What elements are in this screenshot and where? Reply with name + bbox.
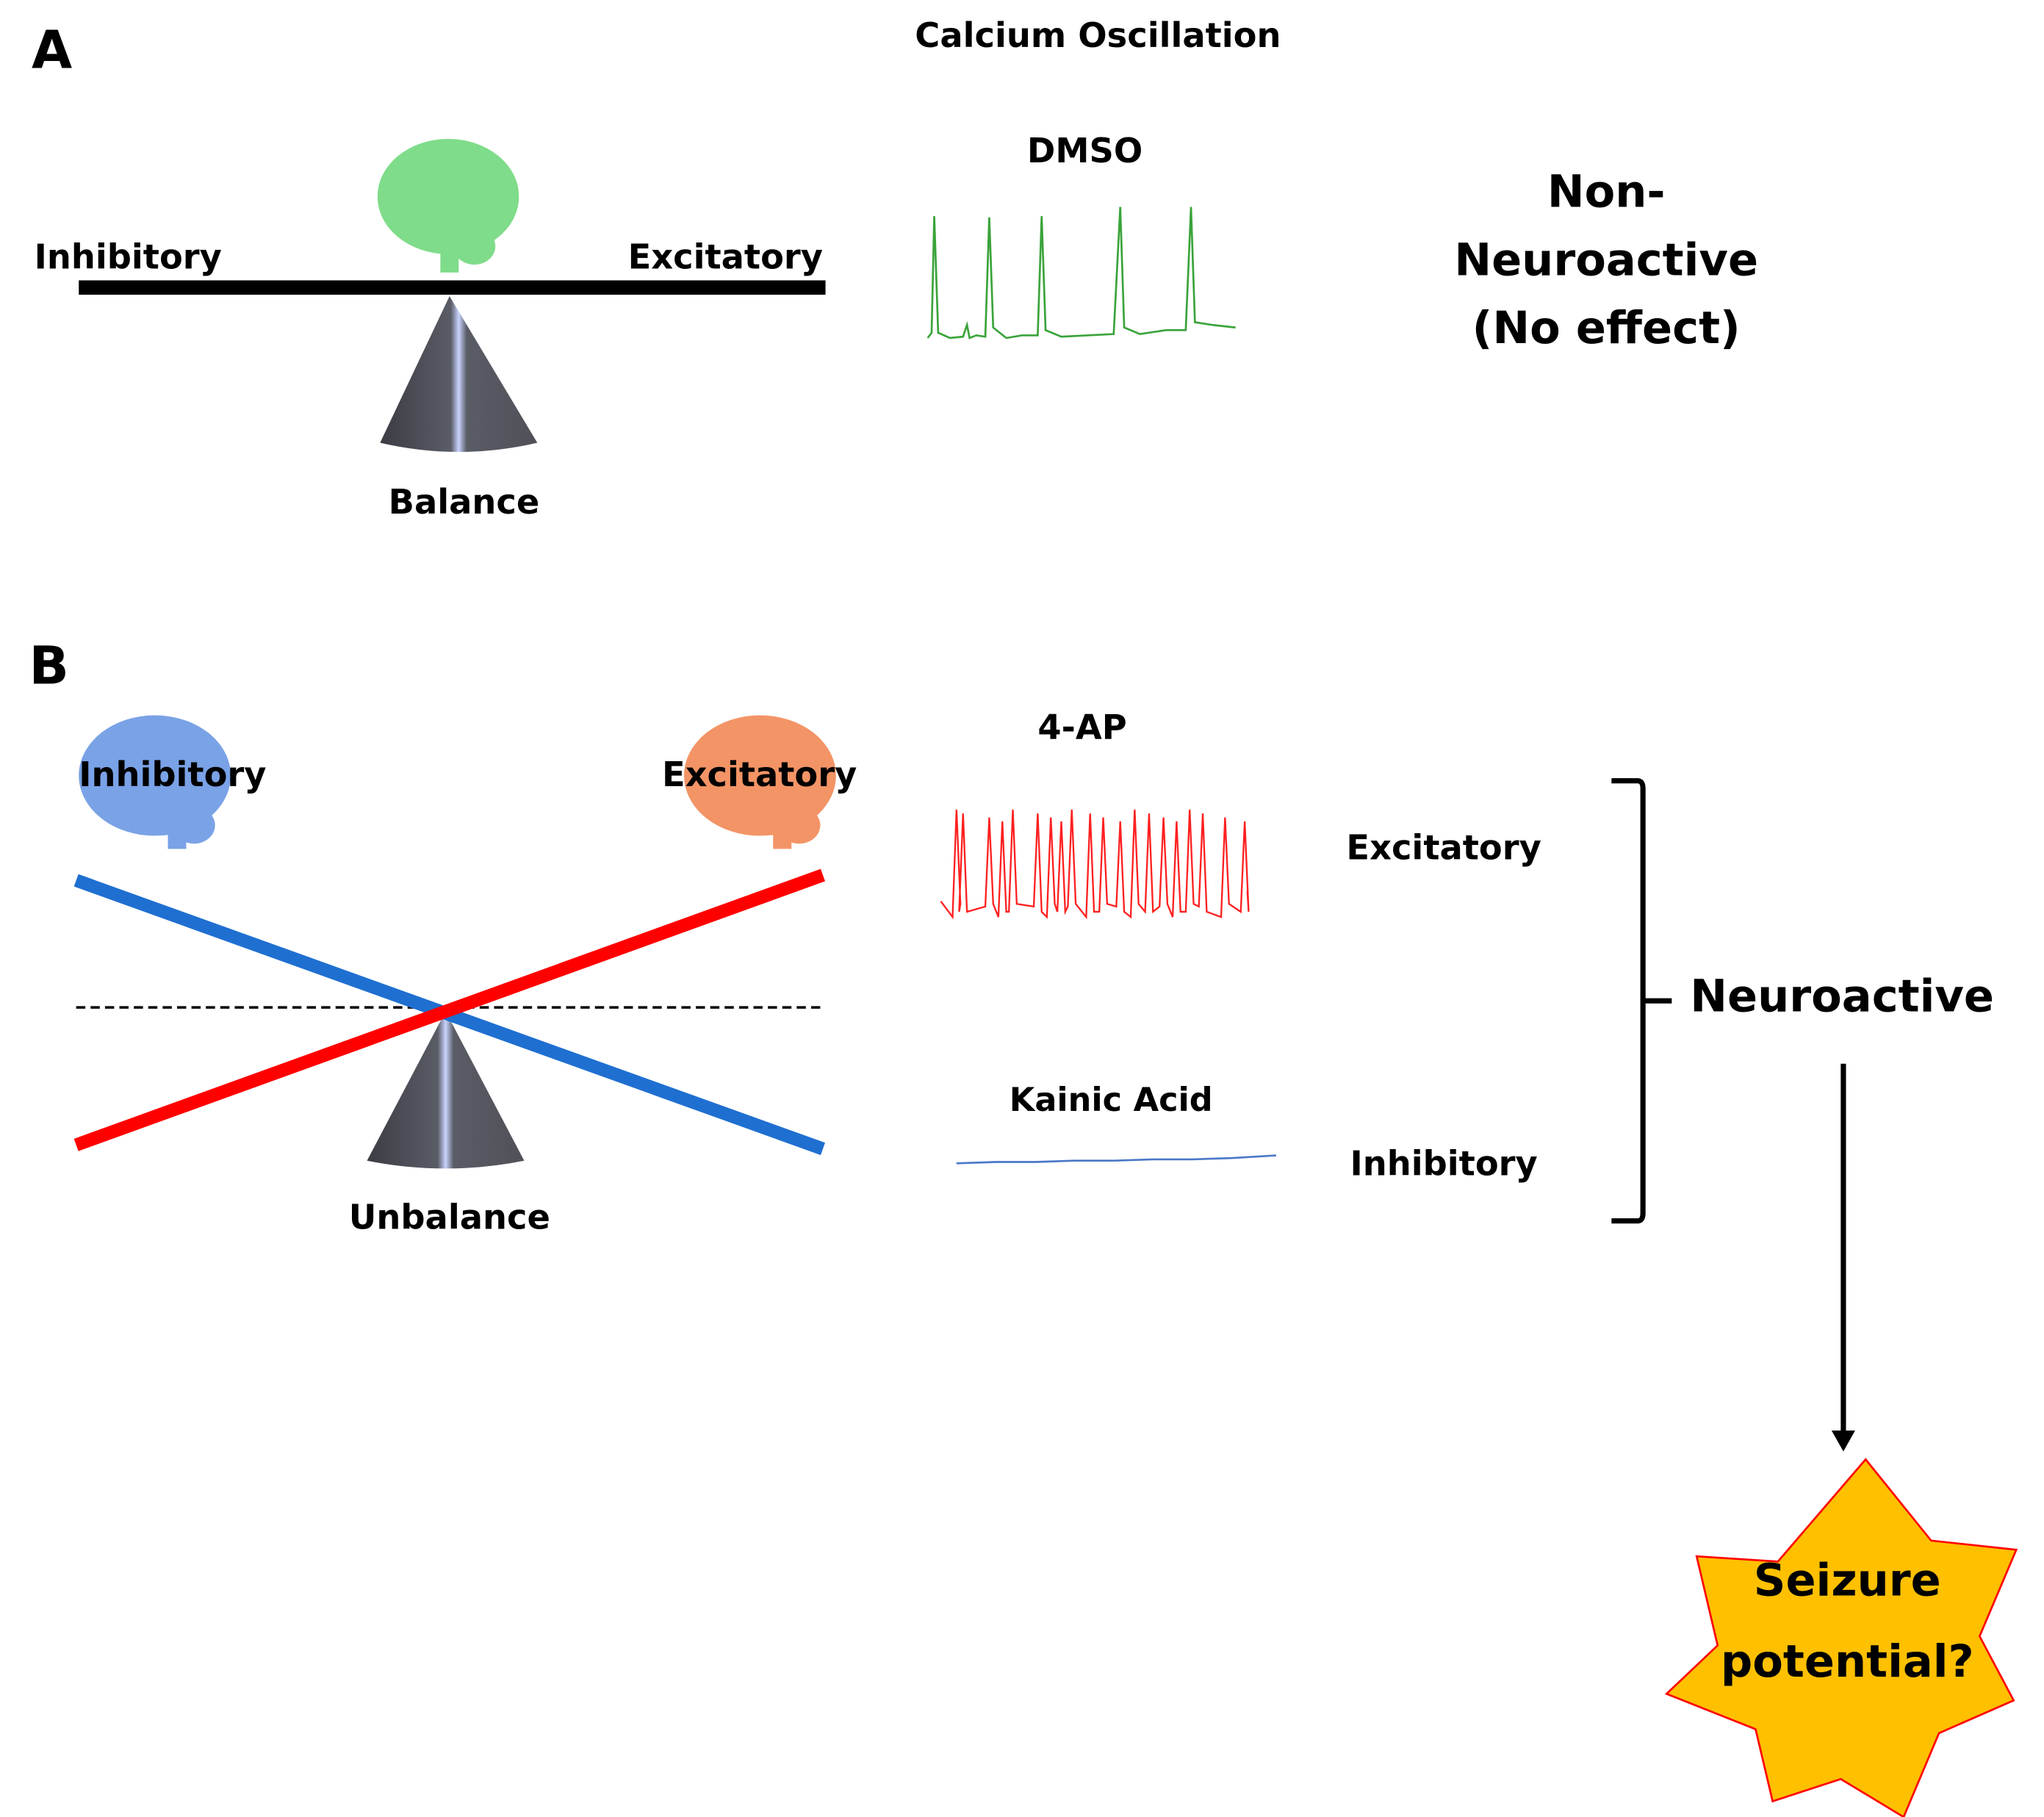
excitatory-category-label: Excitatory (1346, 828, 1541, 868)
brain-icon-inhibitory (79, 715, 231, 849)
dmso-label: DMSO (1027, 131, 1142, 170)
fulcrum-cone-a (380, 295, 538, 453)
4ap-trace (940, 809, 1250, 920)
inhibitory-category-label: Inhibitory (1350, 1143, 1538, 1183)
panel-a-inhibitory-label: Inhibitory (35, 237, 222, 277)
seizure-line-1: Seizure (1754, 1555, 1941, 1607)
arrow-down-icon (1831, 1431, 1855, 1452)
fulcrum-cone-b (367, 1011, 525, 1169)
balance-label: Balance (389, 482, 540, 522)
unbalance-label: Unbalance (349, 1197, 550, 1237)
kainic-acid-trace (956, 1154, 1276, 1165)
grouping-bracket (1611, 778, 1672, 1224)
excitatory-beam (73, 868, 826, 1151)
panel-a-label: A (32, 20, 72, 81)
brain-icon-balanced (377, 138, 519, 273)
kainic-acid-label: Kainic Acid (1010, 1081, 1213, 1119)
neuroactive-label: Neuroactive (1690, 971, 1994, 1022)
balance-beam (79, 280, 826, 295)
panel-b-excitatory-label: Excitatory (662, 755, 857, 794)
non-neuroactive-line-1: Non- (1547, 167, 1666, 218)
4ap-label: 4-AP (1037, 708, 1126, 747)
panel-b-label: B (29, 636, 68, 697)
non-neuroactive-line-2: Neuroactive (1454, 234, 1758, 286)
seizure-line-2: potential? (1721, 1636, 1974, 1688)
non-neuroactive-line-3: (No effect) (1472, 303, 1741, 354)
calcium-oscillation-header: Calcium Oscillation (915, 15, 1281, 55)
dmso-trace (926, 206, 1236, 339)
brain-icon-excitatory (683, 715, 836, 849)
panel-b-inhibitory-label: Inhibitory (79, 755, 266, 794)
panel-a-excitatory-label: Excitatory (628, 237, 823, 277)
seizure-star-shape (1664, 1458, 2018, 1817)
